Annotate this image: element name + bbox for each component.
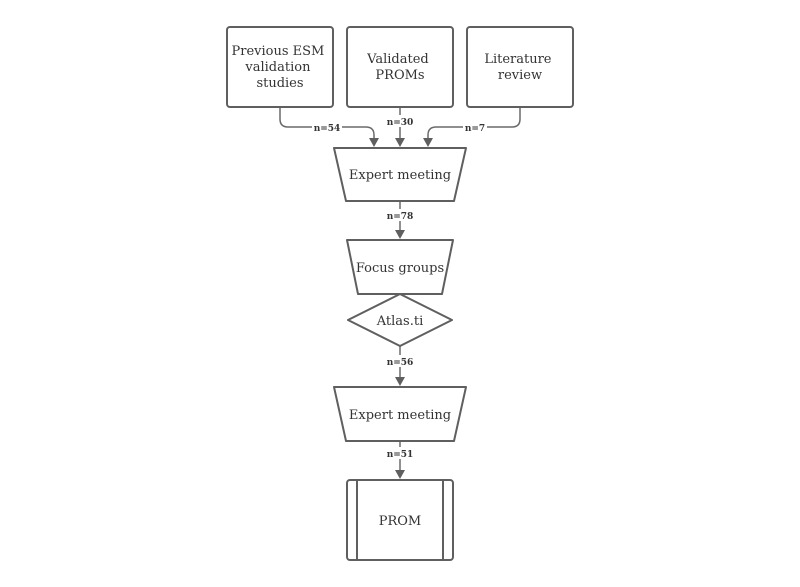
edge-label-text: n=7 <box>465 124 485 134</box>
node-focus-groups: Focus groups <box>346 239 454 295</box>
edge-label-n78: n=78 <box>386 209 414 222</box>
edge-label-n56: n=56 <box>386 355 414 368</box>
edge-label-n51: n=51 <box>386 447 414 460</box>
node-label: Literature review <box>484 52 555 83</box>
node-label: Atlas.ti <box>376 314 423 329</box>
edge-label-n54: n=54 <box>312 121 342 134</box>
arrowhead <box>395 470 405 479</box>
node-expert-meeting-1: Expert meeting <box>333 147 467 202</box>
edge-label-text: n=51 <box>387 450 414 460</box>
node-label: Focus groups <box>356 261 444 276</box>
node-expert-meeting-2: Expert meeting <box>333 386 467 442</box>
node-label: Validated PROMs <box>366 52 433 83</box>
node-label: PROM <box>379 514 422 529</box>
edge-label-text: n=78 <box>387 212 414 222</box>
node-label: Expert meeting <box>349 168 451 183</box>
edge-label-text: n=54 <box>314 124 341 134</box>
edge-label-text: n=30 <box>387 118 414 128</box>
node-literature-review: Literature review <box>466 26 574 108</box>
arrowhead <box>369 138 379 147</box>
node-validated-proms: Validated PROMs <box>346 26 454 108</box>
node-previous-esm-validation-studies: Previous ESM validation studies <box>226 26 334 108</box>
edge-meeting-to-prom <box>395 441 405 479</box>
arrowhead <box>395 230 405 239</box>
node-label: Expert meeting <box>349 408 451 423</box>
arrowhead <box>395 377 405 386</box>
node-atlas-ti: Atlas.ti <box>347 293 453 347</box>
arrowhead <box>395 138 405 147</box>
edge-label-n30: n=30 <box>386 115 414 128</box>
node-prom: PROM <box>346 479 454 561</box>
edge-label-n7: n=7 <box>463 121 487 134</box>
edge-label-text: n=56 <box>387 358 414 368</box>
arrowhead <box>423 138 433 147</box>
node-label: Previous ESM validation studies <box>231 44 328 91</box>
